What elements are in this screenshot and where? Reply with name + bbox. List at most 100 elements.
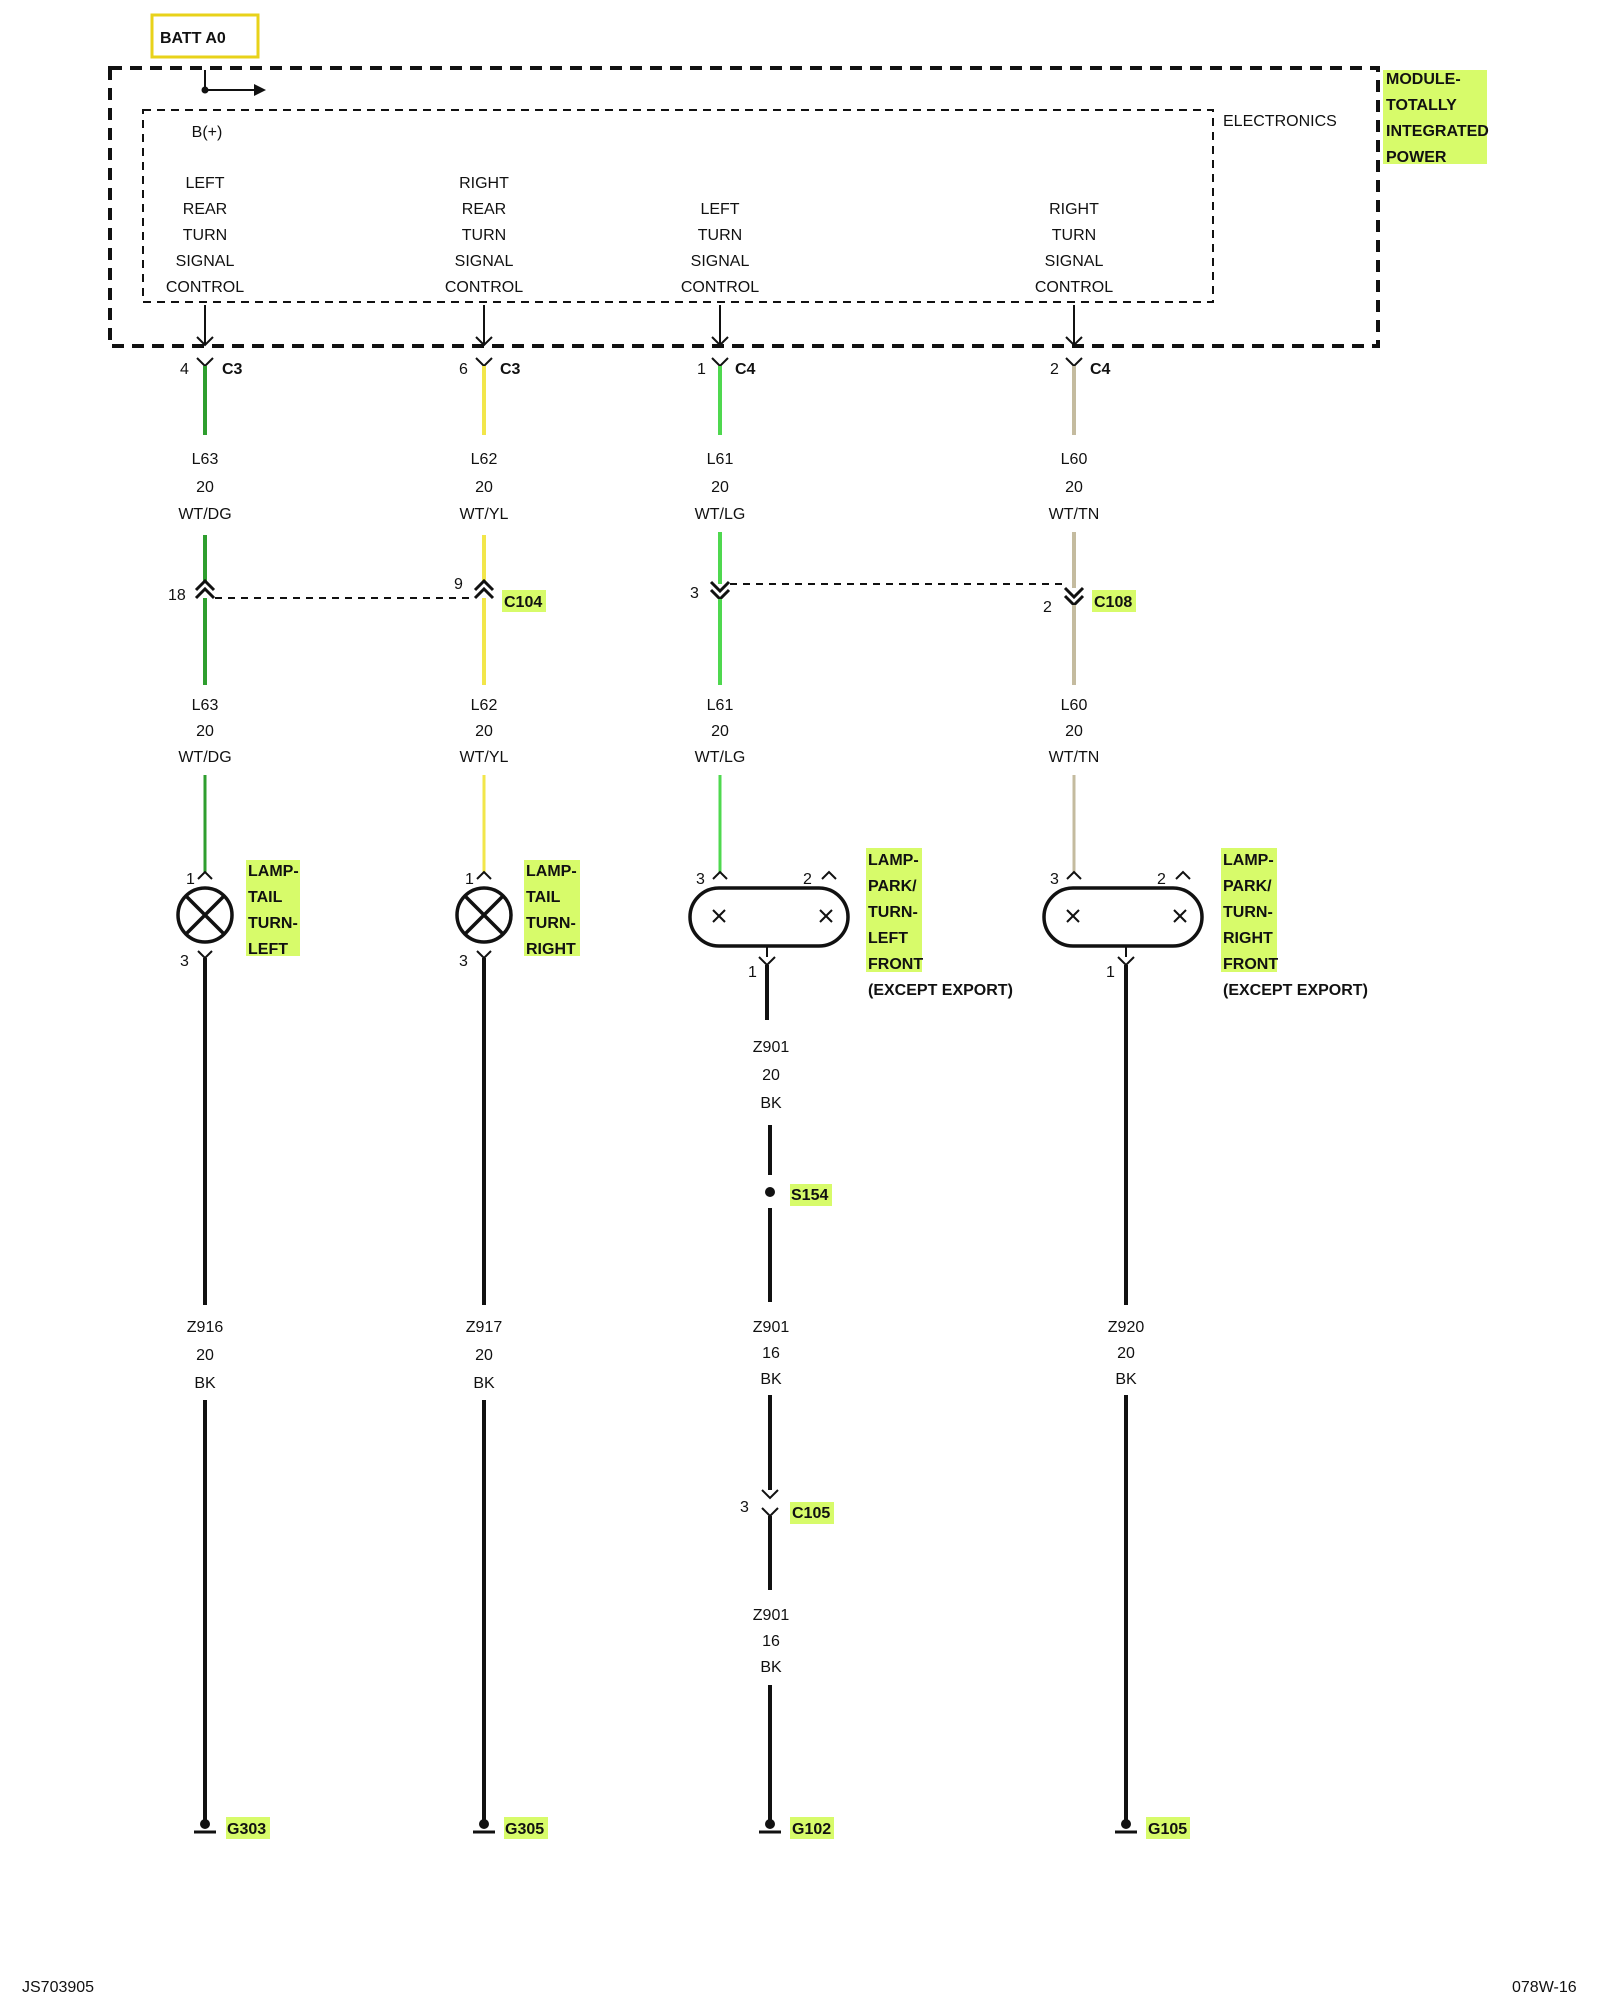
- ground-icon: [1115, 1819, 1137, 1834]
- svg-text:CONTROL: CONTROL: [445, 279, 523, 296]
- svg-text:3: 3: [696, 871, 705, 888]
- svg-text:1: 1: [697, 361, 706, 378]
- svg-text:1: 1: [1106, 964, 1115, 981]
- svg-text:3: 3: [740, 1499, 749, 1516]
- svg-text:C4: C4: [1090, 361, 1111, 378]
- svg-text:FRONT: FRONT: [1223, 956, 1278, 973]
- svg-text:CONTROL: CONTROL: [681, 279, 759, 296]
- svg-text:C3: C3: [500, 361, 521, 378]
- svg-text:Z901: Z901: [753, 1039, 790, 1056]
- svg-text:WT/DG: WT/DG: [178, 506, 231, 523]
- lamp-label-park-turn-left-front: LAMP- PARK/ TURN- LEFT FRONT (EXCEPT EXP…: [866, 848, 1013, 999]
- footer-right: 078W-16: [1512, 1979, 1577, 1996]
- svg-text:C3: C3: [222, 361, 243, 378]
- svg-text:WT/LG: WT/LG: [695, 506, 746, 523]
- svg-text:WT/TN: WT/TN: [1049, 749, 1100, 766]
- module-name: MODULE- TOTALLY INTEGRATED POWER: [1383, 70, 1489, 166]
- svg-text:REAR: REAR: [462, 201, 506, 218]
- svg-text:(EXCEPT EXPORT): (EXCEPT EXPORT): [1223, 982, 1368, 999]
- svg-text:SIGNAL: SIGNAL: [455, 253, 514, 270]
- svg-text:BK: BK: [1115, 1371, 1137, 1388]
- svg-text:20: 20: [196, 723, 214, 740]
- svg-text:G105: G105: [1148, 1821, 1187, 1838]
- svg-text:BK: BK: [473, 1375, 495, 1392]
- svg-text:INTEGRATED: INTEGRATED: [1386, 123, 1489, 140]
- svg-text:RIGHT: RIGHT: [459, 175, 509, 192]
- svg-text:WT/YL: WT/YL: [460, 506, 509, 523]
- lamp-label-park-turn-right-front: LAMP- PARK/ TURN- RIGHT FRONT (EXCEPT EX…: [1221, 848, 1368, 999]
- svg-text:1: 1: [186, 871, 195, 888]
- svg-text:2: 2: [1050, 361, 1059, 378]
- svg-text:SIGNAL: SIGNAL: [1045, 253, 1104, 270]
- svg-text:POWER: POWER: [1386, 149, 1447, 166]
- svg-text:9: 9: [454, 576, 463, 593]
- ground-label-g303: G303: [226, 1817, 270, 1839]
- svg-text:4: 4: [180, 361, 189, 378]
- svg-text:TURN: TURN: [698, 227, 742, 244]
- svg-text:FRONT: FRONT: [868, 956, 923, 973]
- svg-text:CONTROL: CONTROL: [166, 279, 244, 296]
- svg-text:20: 20: [475, 1347, 493, 1364]
- dual-filament-lamp-icon: [1042, 886, 1204, 948]
- electronics-box: [142, 109, 1214, 303]
- svg-text:20: 20: [711, 723, 729, 740]
- svg-text:2: 2: [803, 871, 812, 888]
- svg-text:WT/DG: WT/DG: [178, 749, 231, 766]
- svg-text:LAMP-: LAMP-: [1223, 852, 1274, 869]
- svg-text:Z920: Z920: [1108, 1319, 1145, 1336]
- svg-text:LAMP-: LAMP-: [526, 863, 577, 880]
- svg-text:RIGHT: RIGHT: [1049, 201, 1099, 218]
- ground-label-g305: G305: [504, 1817, 548, 1839]
- battery-feed: B(+): [192, 70, 266, 141]
- svg-text:TOTALLY: TOTALLY: [1386, 97, 1457, 114]
- circuit-l60: 2 C4 L60 20 WT/TN 2 L60 20 WT/TN 3 2 1 Z…: [1042, 305, 1368, 1839]
- svg-text:Z916: Z916: [187, 1319, 224, 1336]
- svg-text:Z917: Z917: [466, 1319, 503, 1336]
- bulb-icon: [455, 886, 513, 944]
- batt-box: [150, 13, 260, 59]
- svg-text:20: 20: [711, 479, 729, 496]
- ground-label-g102: G102: [790, 1817, 834, 1839]
- ground-icon: [473, 1819, 495, 1834]
- module-outer-box: [108, 66, 1380, 348]
- circuit-l61: 1 C4 L61 20 WT/LG 3 L61 20 WT/LG 3 2 1 Z…: [688, 305, 1013, 1839]
- ground-icon: [759, 1819, 781, 1834]
- svg-text:20: 20: [1065, 723, 1083, 740]
- electronics-label: ELECTRONICS: [1223, 113, 1337, 130]
- circuit-l62: 6 C3 L62 20 WT/YL 9 L62 20 WT/YL 1 3 Z91…: [454, 305, 580, 1839]
- lamp-label-tail-turn-right: LAMP- TAIL TURN- RIGHT: [524, 860, 580, 958]
- ground-label-g105: G105: [1146, 1817, 1190, 1839]
- svg-text:B(+): B(+): [192, 124, 223, 141]
- svg-text:TURN-: TURN-: [868, 904, 918, 921]
- svg-text:6: 6: [459, 361, 468, 378]
- svg-text:1: 1: [465, 871, 474, 888]
- svg-text:SIGNAL: SIGNAL: [691, 253, 750, 270]
- svg-text:20: 20: [196, 479, 214, 496]
- svg-text:3: 3: [459, 953, 468, 970]
- svg-text:20: 20: [475, 723, 493, 740]
- lamp-label-tail-turn-left: LAMP- TAIL TURN- LEFT: [246, 860, 300, 958]
- svg-text:L61: L61: [707, 697, 734, 714]
- svg-text:TURN: TURN: [183, 227, 227, 244]
- svg-text:LEFT: LEFT: [248, 941, 288, 958]
- svg-text:(EXCEPT EXPORT): (EXCEPT EXPORT): [868, 982, 1013, 999]
- svg-text:C105: C105: [792, 1505, 830, 1522]
- connector-label-c108: C108: [1092, 590, 1136, 612]
- svg-text:L63: L63: [192, 697, 219, 714]
- svg-text:TAIL: TAIL: [248, 889, 283, 906]
- svg-text:20: 20: [475, 479, 493, 496]
- svg-text:1: 1: [748, 964, 757, 981]
- svg-text:L63: L63: [192, 451, 219, 468]
- svg-text:CONTROL: CONTROL: [1035, 279, 1113, 296]
- svg-text:LAMP-: LAMP-: [868, 852, 919, 869]
- svg-text:16: 16: [762, 1345, 780, 1362]
- svg-text:WT/LG: WT/LG: [695, 749, 746, 766]
- connector-label-c105: C105: [790, 1502, 834, 1524]
- svg-text:LAMP-: LAMP-: [248, 863, 299, 880]
- control-label-right-rear: RIGHT REAR TURN SIGNAL CONTROL: [445, 175, 523, 296]
- control-label-left: LEFT TURN SIGNAL CONTROL: [681, 201, 759, 296]
- svg-text:G102: G102: [792, 1821, 831, 1838]
- svg-text:SIGNAL: SIGNAL: [176, 253, 235, 270]
- svg-text:MODULE-: MODULE-: [1386, 71, 1461, 88]
